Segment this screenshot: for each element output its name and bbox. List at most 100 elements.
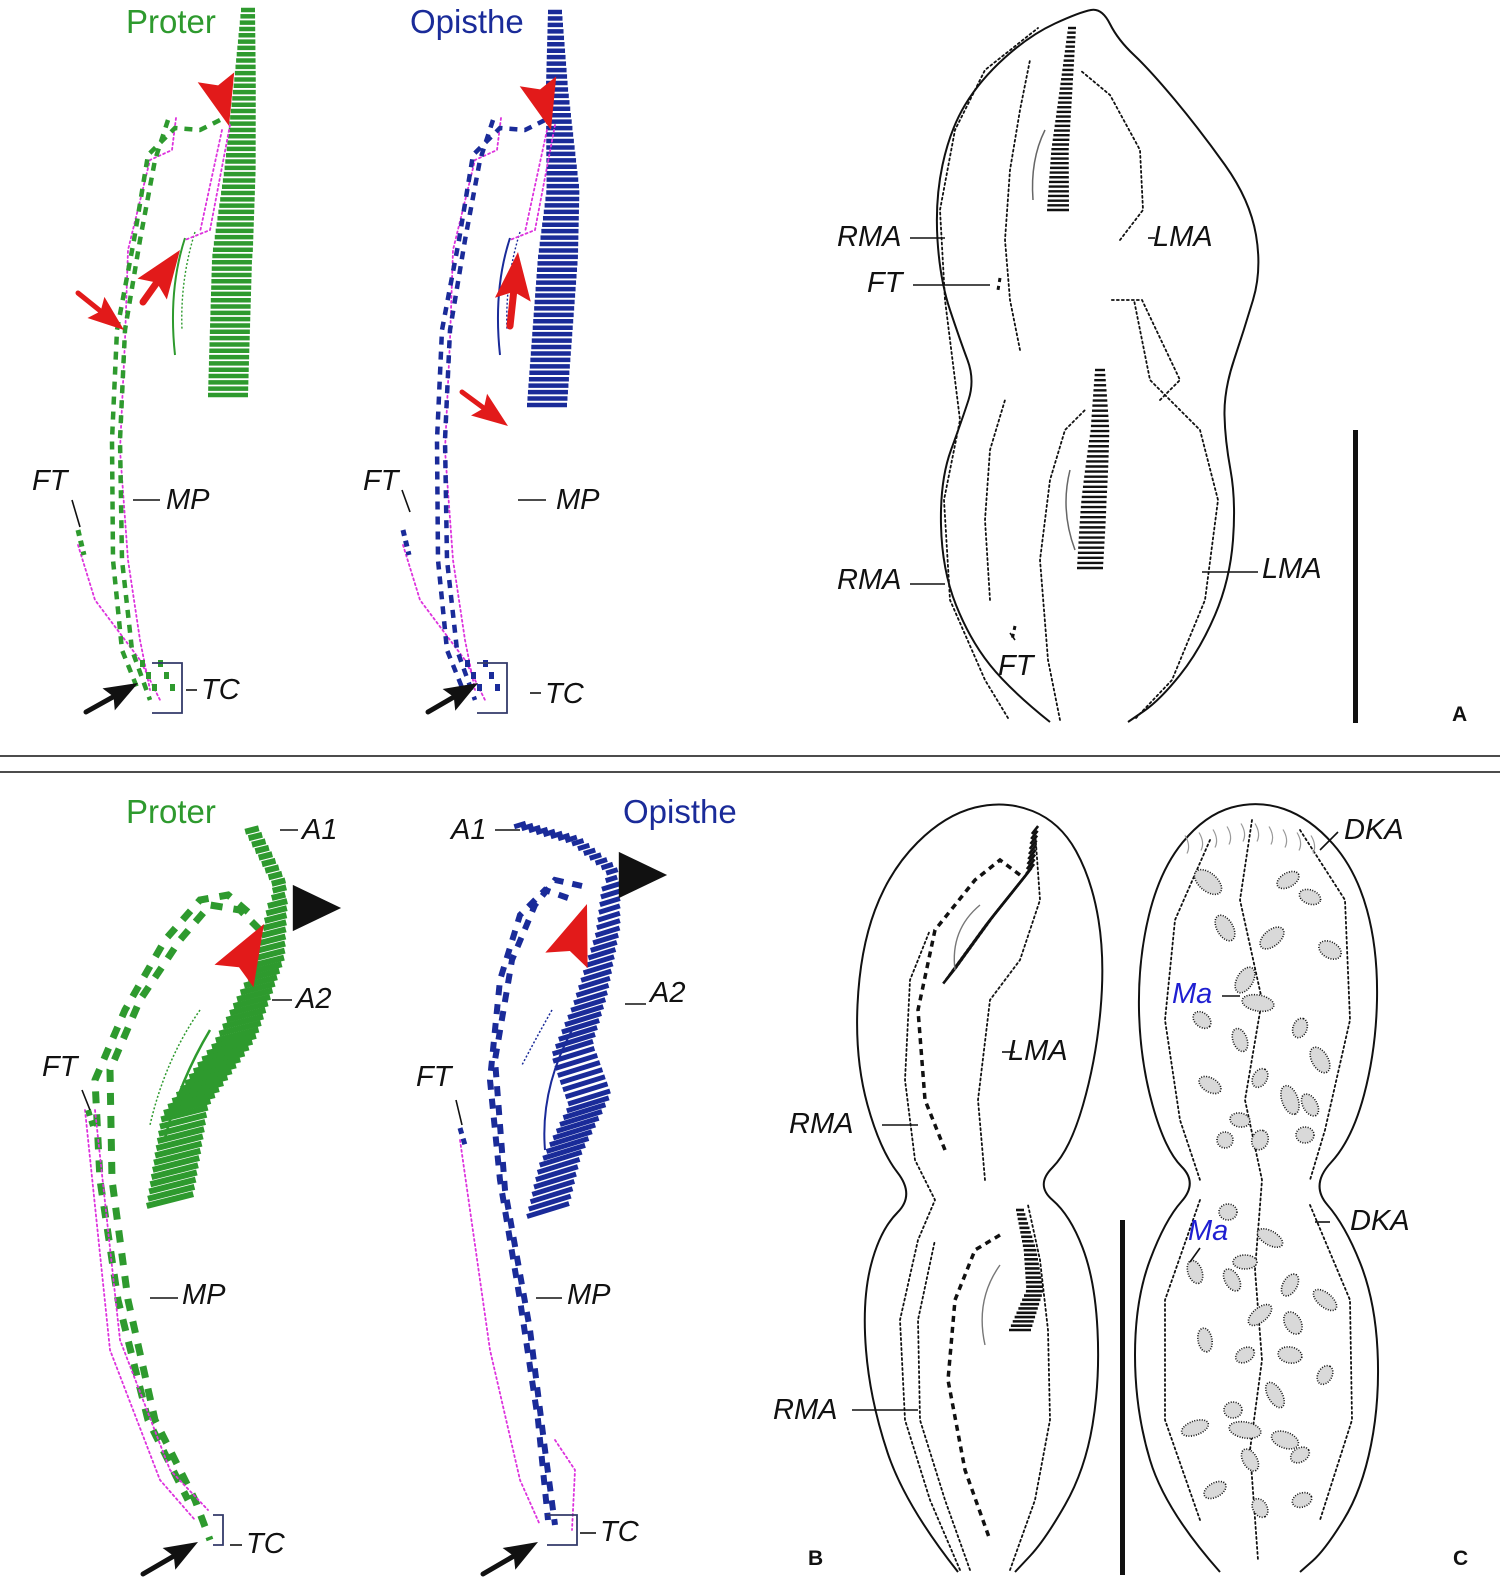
membranelle-b-proter bbox=[244, 825, 260, 835]
undulating-membrane-b-opisthe bbox=[543, 1029, 573, 1151]
membranelle-c bbox=[1026, 853, 1037, 865]
membranelle-b-proter bbox=[152, 1155, 201, 1173]
right-marginal-row-c bbox=[917, 1239, 971, 1571]
frontoterminal-cirri-b-proter bbox=[85, 1109, 96, 1127]
transverse-cirrus-proter bbox=[164, 672, 169, 679]
membranelle-b-opisthe bbox=[596, 918, 621, 931]
undulating-membrane-proter bbox=[181, 231, 196, 331]
membranelle-b-proter bbox=[215, 1026, 260, 1044]
label-c-lma: LMA bbox=[1008, 1035, 1068, 1067]
membranelle-b-proter bbox=[146, 1191, 194, 1209]
guide-line-proter bbox=[199, 129, 223, 233]
label-a-rma-proter: RMA bbox=[837, 221, 902, 253]
membranelle-b-opisthe bbox=[562, 1102, 607, 1121]
membranelle-b-opisthe bbox=[594, 857, 608, 866]
membranelle-b-opisthe bbox=[551, 1039, 594, 1057]
transverse-cirrus-opisthe bbox=[471, 672, 476, 679]
tc-bracket-b-opisthe bbox=[547, 1514, 578, 1546]
midventral-row-b-opisthe bbox=[491, 876, 583, 1526]
macronuclear-nodule-c bbox=[1251, 1497, 1269, 1519]
label-a-ft-opisthe: FT bbox=[998, 650, 1034, 682]
label-c-ma-opisthe: Ma bbox=[1188, 1215, 1229, 1247]
membranelle-b-opisthe bbox=[600, 861, 614, 871]
undulating-membrane-c bbox=[953, 904, 981, 971]
membranelle-b-opisthe bbox=[605, 867, 619, 876]
macronuclear-nodule-c bbox=[1259, 926, 1285, 950]
macronuclear-nodule-c bbox=[1229, 1112, 1251, 1128]
membranelle-b-proter bbox=[175, 1080, 224, 1098]
macronuclear-nodule-c bbox=[1295, 1126, 1315, 1144]
label-c-rma-proter: RMA bbox=[789, 1108, 854, 1140]
title-a-proter: Proter bbox=[126, 3, 216, 40]
dorsal-bristle-c bbox=[1296, 832, 1302, 851]
macronuclear-nodule-c bbox=[1241, 993, 1275, 1013]
dorsal-bristle-c bbox=[1310, 835, 1316, 854]
frontoterminal-cirri-proter bbox=[75, 529, 87, 556]
membranelle-b-proter bbox=[153, 1147, 202, 1166]
label-b-opisthe-mp: MP bbox=[567, 1279, 611, 1311]
membranelle-b-opisthe bbox=[583, 847, 596, 856]
black-arrow-icon bbox=[502, 1542, 538, 1570]
membranelle-b-proter bbox=[265, 905, 288, 917]
label-b-opisthe-a1: A1 bbox=[451, 814, 487, 846]
transverse-cirrus-proter bbox=[170, 684, 175, 691]
membranelle-b-opisthe bbox=[557, 832, 571, 842]
membranelle-b-proter bbox=[154, 1140, 203, 1159]
membranelle-b-proter bbox=[259, 933, 287, 946]
membranelle-b-opisthe bbox=[535, 1164, 579, 1183]
transverse-cirrus-opisthe bbox=[465, 660, 470, 667]
tc-bracket-b-proter bbox=[213, 1514, 224, 1546]
membranelle-b-proter bbox=[247, 831, 263, 842]
membranelle-b-opisthe bbox=[570, 997, 607, 1013]
label-c-dka-proter: DKA bbox=[1344, 814, 1404, 846]
membranelle-b-proter bbox=[218, 1020, 262, 1037]
membranelle-b-opisthe bbox=[589, 939, 618, 953]
membranelle-b-opisthe bbox=[567, 1088, 611, 1107]
scale-bar-a bbox=[1353, 430, 1358, 723]
left-marginal-row-a bbox=[1109, 299, 1182, 401]
membranelle-c bbox=[1028, 844, 1038, 855]
dorsal-bristle-c bbox=[1240, 823, 1246, 842]
membranelle-b-opisthe bbox=[558, 1025, 598, 1042]
macronuclear-nodule-c bbox=[1192, 1010, 1212, 1030]
label-a-opisthe-mp: MP bbox=[556, 484, 600, 516]
membranelle-b-opisthe bbox=[529, 1186, 574, 1205]
membranelle-b-proter bbox=[267, 898, 288, 909]
midventral-row-c bbox=[916, 857, 1022, 1151]
panel-letter-a: A bbox=[1452, 703, 1468, 726]
membranelle-b-proter bbox=[270, 891, 287, 901]
scale-bar-c bbox=[1120, 1220, 1125, 1575]
membranelle-b-opisthe bbox=[559, 1109, 603, 1127]
membranelle-b-opisthe bbox=[567, 1004, 605, 1020]
membranelle-b-proter bbox=[257, 851, 273, 861]
black-arrow-icon bbox=[102, 683, 138, 711]
macronuclear-nodule-c bbox=[1270, 1430, 1300, 1450]
red-arrow-icon bbox=[137, 250, 180, 300]
membranelle-b-proter bbox=[206, 1038, 254, 1057]
red-arrow-icon bbox=[87, 296, 124, 330]
membranelle-b-opisthe bbox=[585, 954, 615, 968]
leader-a-ft bbox=[1009, 632, 1016, 641]
membranelle-b-proter bbox=[222, 1013, 264, 1030]
macronuclear-nodule-c bbox=[1214, 914, 1236, 942]
midventral-row-opisthe bbox=[434, 117, 547, 691]
dorsal-bristle-c bbox=[1212, 829, 1218, 848]
macronuclear-nodule-c bbox=[1234, 966, 1256, 994]
membranelle-b-opisthe bbox=[592, 932, 619, 946]
left-marginal-row-c bbox=[1009, 1204, 1051, 1571]
macronuclear-nodule-c bbox=[1234, 1346, 1256, 1364]
midventral-row-c bbox=[946, 1233, 1001, 1541]
macronuclear-nodule-c bbox=[1277, 1346, 1303, 1364]
membranelle-b-opisthe bbox=[557, 1060, 601, 1078]
undulating-membrane-a bbox=[1031, 129, 1046, 201]
transverse-cirrus-proter bbox=[152, 684, 157, 691]
guide-line-b-opisthe bbox=[554, 1439, 576, 1531]
membranelle-b-proter bbox=[211, 1032, 257, 1051]
membranelle-b-proter bbox=[197, 1050, 246, 1069]
membranelle-b-proter bbox=[263, 912, 288, 924]
membranelle-b-proter bbox=[150, 1162, 199, 1181]
dorsal-kinety-c bbox=[1164, 839, 1211, 1181]
macronuclear-nodule-c bbox=[1240, 1448, 1260, 1472]
membranelle-b-opisthe bbox=[542, 828, 556, 838]
